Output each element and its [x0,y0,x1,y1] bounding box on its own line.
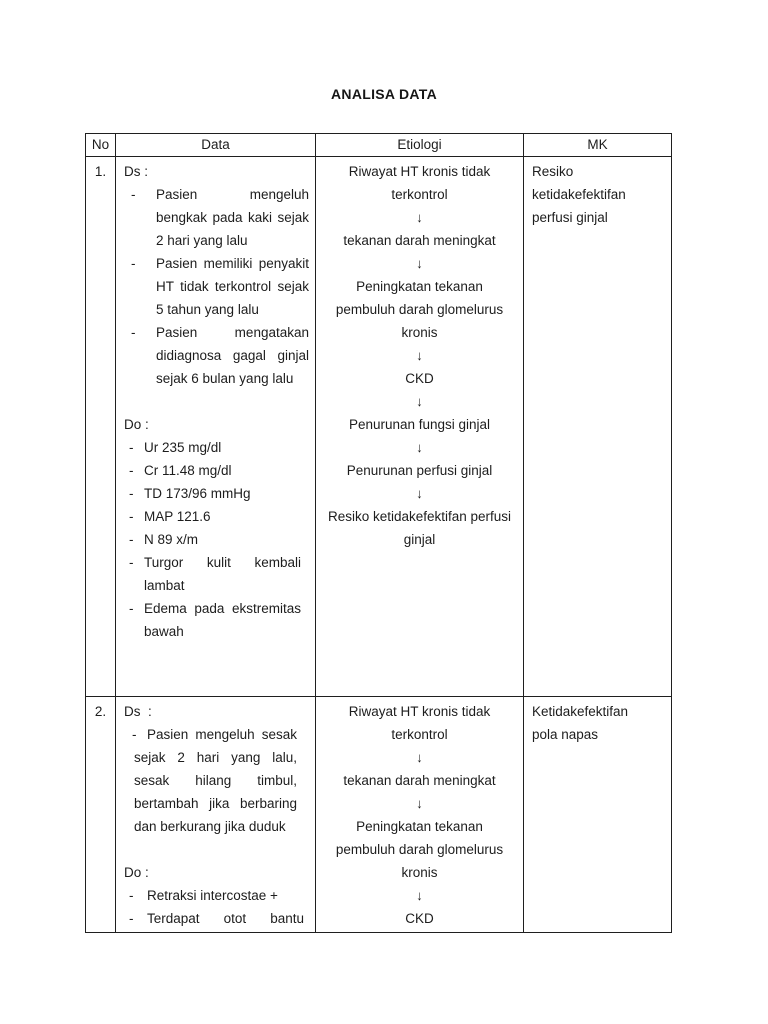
do-item-text: Retraksi intercostae + [147,888,278,903]
etiologi-line: CKD [405,911,434,926]
do-item: -Edema pada ekstremitas bawah [124,597,309,643]
etiologi-line: pembuluh darah glomelurus [335,302,504,317]
dash-bullet: - [129,463,134,478]
arrow-down-glyph: ↓ [416,256,423,271]
do-item: -Cr 11.48 mg/dl [124,459,309,482]
cell-mk: Ketidakefektifan pola napas [523,696,672,933]
etiologi-line: Penurunan fungsi ginjal [348,417,491,432]
etiologi-line: CKD [405,371,434,386]
etiologi-line: Peningkatan tekanan [356,819,483,834]
cell-row-number: 2. [85,696,116,933]
do-item: -Turgor kulit kembali lambat [124,551,309,597]
dash-bullet: - [129,486,134,501]
mk-text: Ketidakefektifan pola napas [532,704,629,742]
mk-text: Resiko ketidakefektifan perfusi ginjal [532,164,626,225]
do-item: -N 89 x/m [124,528,309,551]
arrow-down-glyph: ↓ [416,210,423,225]
ds-item: - Pasien mengatakan didiagnosa gagal ginj… [124,321,309,390]
dash-bullet: - [129,509,134,524]
page-title: ANALISA DATA [331,86,437,102]
etiologi-line: kronis [401,865,438,880]
table-header-row: No Data Etiologi MK [85,133,672,157]
analisa-data-table: No Data Etiologi MK 1. Ds : -Pasien meng… [85,133,672,933]
etiologi-line: Resiko ketidakefektifan perfusi [327,509,512,524]
ds-item: - Pasien mengeluh bengkak pada kaki sejak… [124,183,309,252]
etiologi-line: terkontrol [391,187,448,202]
do-item: -Retraksi intercostae + [124,884,309,907]
ds-item: - Pasien memiliki penyakit HT tidak terko… [124,252,309,321]
etiologi-line: terkontrol [391,727,448,742]
do-item-text: Edema pada ekstremitas bawah [144,601,301,639]
col-header-mk: MK [523,133,672,157]
arrow-down-glyph: ↓ [416,486,423,501]
col-header-data: Data [115,133,316,157]
do-item-text: Ur 235 mg/dl [144,440,222,455]
ds-label: Ds : [124,704,152,719]
etiologi-line: pembuluh darah glomelurus [335,842,504,857]
dash-bullet: - [131,187,136,202]
cell-etiologi: Riwayat HT kronis tidak terkontrol ↓ tekana… [315,156,524,697]
row-number: 1. [94,164,107,179]
etiologi-line: Riwayat HT kronis tidak [348,164,491,179]
do-item: -Terdapat otot bantu [124,907,309,930]
do-item-text: TD 173/96 mmHg [144,486,251,501]
col-header-no: No [85,133,116,157]
do-item: -Ur 235 mg/dl [124,436,309,459]
dash-bullet: - [129,601,134,616]
ds-item-text: Pasien memiliki penyakit HT tidak terkon… [156,256,309,317]
ds-label: Ds : [124,164,149,179]
row-number: 2. [94,704,107,719]
cell-row-number: 1. [85,156,116,697]
arrow-down-glyph: ↓ [416,394,423,409]
arrow-down-glyph: ↓ [416,440,423,455]
do-item-text: N 89 x/m [144,532,199,547]
table-row: 2. Ds : -Pasien mengeluh sesak sejak 2 h… [85,696,672,933]
do-item: -MAP 121.6 [124,505,309,528]
etiologi-line: tekanan darah meningkat [343,233,496,248]
do-item: -TD 173/96 mmHg [124,482,309,505]
dash-bullet: - [129,888,134,903]
arrow-down-glyph: ↓ [416,888,423,903]
cell-etiologi: Riwayat HT kronis tidak terkontrol ↓ tekana… [315,696,524,933]
cell-data: Ds : - Pasien mengeluh bengkak pada kaki … [115,156,316,697]
do-label: Do : [124,865,149,880]
arrow-down-glyph: ↓ [416,796,423,811]
spacer [124,838,309,861]
dash-bullet: - [129,555,134,570]
do-item-text: Turgor kulit kembali lambat [144,555,301,593]
do-item-text: Cr 11.48 mg/dl [144,463,232,478]
spacer [124,390,309,413]
dash-bullet: - [131,256,136,271]
dash-bullet: - [132,727,137,742]
do-label: Do : [124,417,149,432]
dash-bullet: - [131,325,136,340]
cell-mk: Resiko ketidakefektifan perfusi ginjal [523,156,672,697]
do-item-text: Terdapat otot bantu [147,911,304,926]
etiologi-line: ginjal [403,532,436,547]
etiologi-line: Penurunan perfusi ginjal [346,463,493,478]
etiologi-line: Riwayat HT kronis tidak [348,704,491,719]
col-header-etiologi: Etiologi [315,133,524,157]
dash-bullet: - [129,440,134,455]
arrow-down-glyph: ↓ [416,750,423,765]
etiologi-line: Peningkatan tekanan [356,279,483,294]
ds-item-text: Pasien mengeluh sesak sejak 2 hari yang … [134,727,297,834]
ds-item-text: Pasien mengatakan didiagnosa gagal ginja… [156,325,309,386]
etiologi-line: tekanan darah meningkat [343,773,496,788]
ds-item-text: Pasien mengeluh bengkak pada kaki sejak … [156,187,309,248]
dash-bullet: - [129,532,134,547]
do-item-text: MAP 121.6 [144,509,211,524]
etiologi-line: kronis [401,325,438,340]
dash-bullet: - [129,911,134,926]
table-row: 1. Ds : - Pasien mengeluh bengkak pada ka… [85,156,672,697]
ds-item: -Pasien mengeluh sesak sejak 2 hari yang… [124,723,309,838]
cell-data: Ds : -Pasien mengeluh sesak sejak 2 hari… [115,696,316,933]
arrow-down-glyph: ↓ [416,348,423,363]
